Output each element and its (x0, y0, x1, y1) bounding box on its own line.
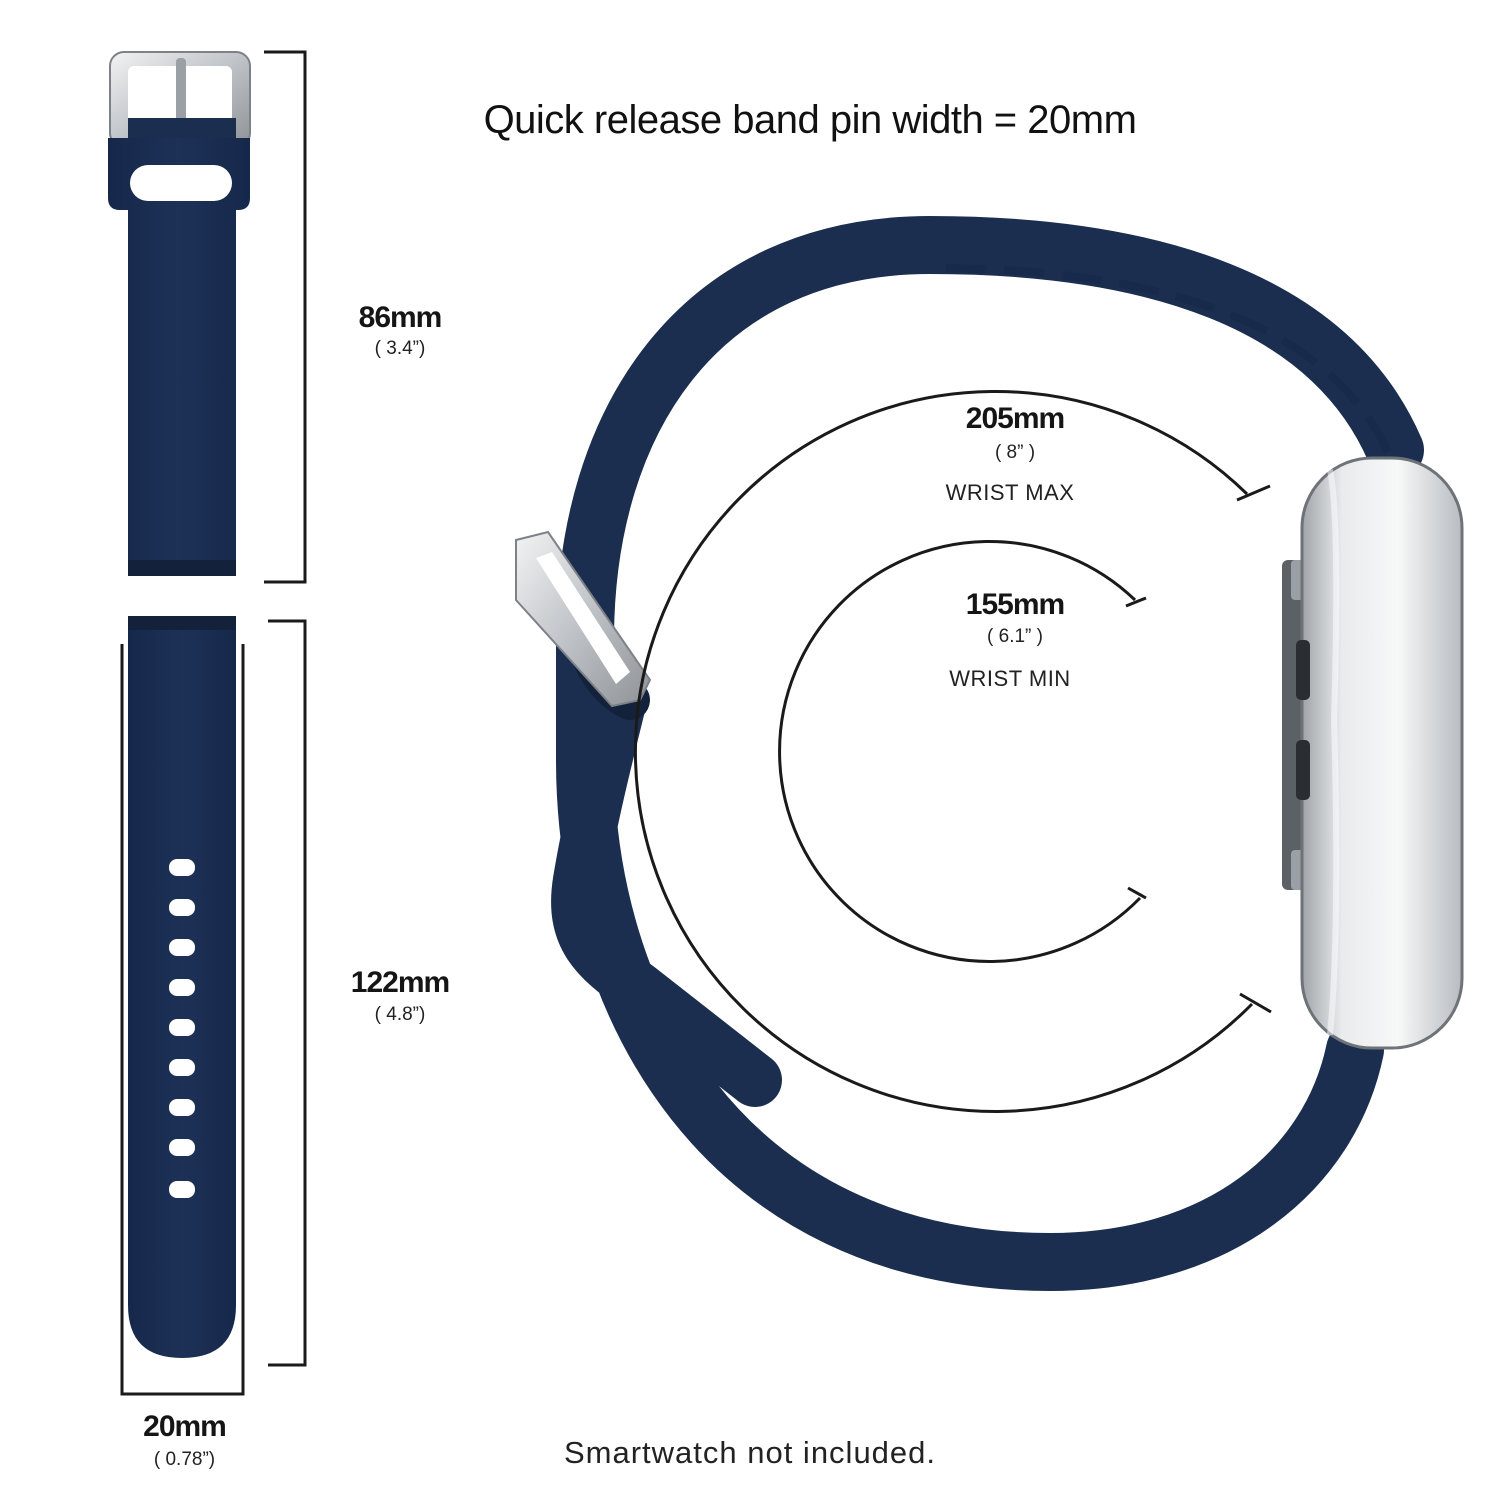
wrist-min-inch: ( 6.1” ) (987, 626, 1043, 647)
upper-strap (108, 51, 251, 576)
wrist-arcs (633, 390, 1272, 1113)
dimension-brackets (120, 50, 307, 1396)
footer-note: Smartwatch not included. (563, 1435, 937, 1470)
upper-strap-length-mm: 86mm (358, 301, 443, 334)
wrist-max-label: WRIST MAX (945, 480, 1075, 505)
watch-case-icon (1282, 456, 1464, 1050)
wrist-min-mm: 155mm (965, 588, 1065, 621)
headline: Quick release band pin width = 20mm (483, 98, 1137, 142)
strap-holes (169, 859, 195, 1198)
upper-strap-length-inch: ( 3.4”) (374, 338, 426, 359)
wrist-min-label: WRIST MIN (949, 666, 1071, 691)
looped-band (551, 215, 1424, 1292)
wrist-max-mm: 205mm (965, 402, 1065, 435)
wrist-max-inch: ( 8” ) (994, 442, 1036, 463)
strap-width-mm: 20mm (143, 1410, 227, 1443)
lower-strap-length-inch: ( 4.8”) (374, 1004, 426, 1025)
strap-loop-slot (130, 165, 232, 201)
strap-width-inch: ( 0.78”) (153, 1449, 216, 1470)
lower-strap-length-mm: 122mm (350, 966, 450, 999)
lower-strap (128, 616, 236, 1358)
